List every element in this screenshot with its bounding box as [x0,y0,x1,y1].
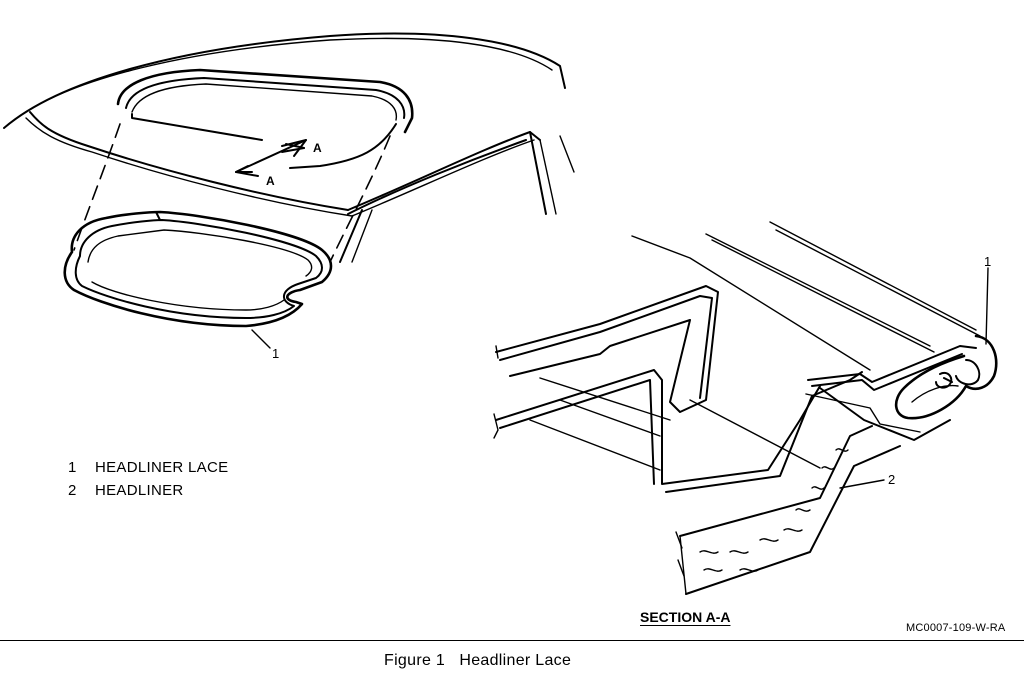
headliner-lace-ring [63,210,333,328]
section-mark-lower: A [266,174,275,188]
section-cut-arrows [235,139,307,177]
sunroof-opening [116,68,414,169]
callout-leader-right-2 [839,479,885,489]
section-detail [493,221,998,595]
explode-guide-lines [73,123,391,263]
callout-lace-right: 1 [984,254,991,269]
callout-leader-left [251,329,271,349]
figure-caption: Figure 1 Headliner Lace [384,652,571,670]
legend-item: 1 HEADLINER LACE [68,456,228,479]
callout-headliner-right: 2 [888,472,895,487]
roof-panel [3,32,575,263]
callout-lace-left: 1 [272,346,279,361]
caption-title: Headliner Lace [459,652,572,669]
legend-item: 2 HEADLINER [68,479,228,502]
legend-label: HEADLINER [95,482,184,499]
reference-code: MC0007-109-W-RA [906,622,1006,634]
section-mark-upper: A [313,141,322,155]
caption-divider [0,640,1024,641]
legend-label: HEADLINER LACE [95,459,229,476]
legend-number: 1 [68,459,77,476]
callout-leader-right-1 [985,267,989,345]
caption-number: Figure 1 [384,652,446,669]
section-label: SECTION A-A [640,609,731,625]
legend-number: 2 [68,482,77,499]
parts-legend: 1 HEADLINER LACE 2 HEADLINER [68,456,228,502]
